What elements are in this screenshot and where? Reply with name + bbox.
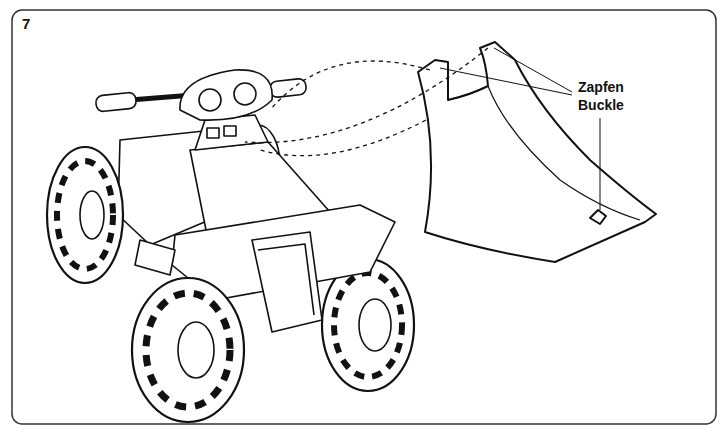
seat-part (418, 42, 656, 262)
leader-lines (440, 48, 600, 210)
bumper-edge (258, 244, 314, 315)
headlight-pod (180, 70, 272, 120)
headlight (234, 83, 256, 105)
leader-line (440, 68, 572, 95)
rear-bumper (252, 232, 322, 332)
hub (178, 322, 214, 378)
dashed-line (245, 48, 488, 143)
headlight (199, 89, 221, 111)
part-label: Zapfen (578, 80, 624, 95)
hub (359, 299, 391, 351)
frame (12, 10, 716, 424)
seat-shell (418, 42, 656, 262)
guide-lines (245, 48, 488, 156)
tread (334, 273, 402, 377)
leader-line (494, 48, 572, 92)
tread (146, 293, 230, 407)
wheel (47, 147, 123, 283)
dashed-line (260, 120, 426, 156)
hub (80, 191, 104, 239)
grip (269, 78, 306, 98)
quad-bike (47, 70, 414, 422)
switch (207, 128, 219, 138)
switch (224, 126, 236, 136)
tread (57, 161, 113, 269)
leader-line (600, 118, 601, 210)
buckle-slot (590, 210, 606, 224)
step-number: 7 (22, 16, 30, 33)
grip (95, 92, 136, 112)
wheel (132, 278, 244, 422)
part-label: Buckle (578, 98, 624, 113)
footrest (135, 240, 175, 275)
seat-edge (448, 86, 640, 220)
